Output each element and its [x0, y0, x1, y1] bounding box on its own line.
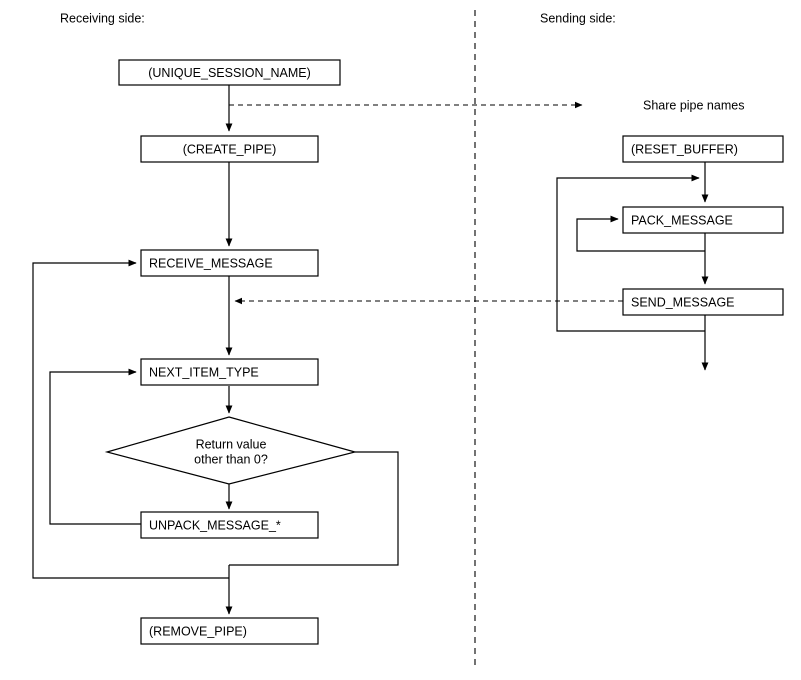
node-pack-message[interactable]: PACK_MESSAGE [622, 206, 784, 234]
edge-send-outer-loop [556, 174, 705, 332]
node-unpack-message[interactable]: UNPACK_MESSAGE_* [140, 511, 319, 539]
pack-message-box[interactable] [622, 206, 784, 234]
edge-outer-loop-to-receive [32, 259, 229, 579]
receiving-side-heading: Receiving side: [60, 11, 145, 25]
node-create-pipe[interactable]: (CREATE_PIPE) [140, 135, 319, 163]
send-message-box[interactable] [622, 288, 784, 316]
return-value-decision-label-line2: other than 0? [194, 452, 268, 466]
next-item-type-box[interactable] [140, 358, 319, 386]
edge-unpack-loop-to-nextitem [49, 368, 141, 525]
receive-message-label: RECEIVE_MESSAGE [149, 256, 273, 270]
edge-decision-false-to-removepipe [229, 451, 399, 566]
unique-session-name-label: (UNIQUE_SESSION_NAME) [148, 66, 311, 80]
unpack-message-box[interactable] [140, 511, 319, 539]
return-value-decision-label-line1: Return value [196, 437, 267, 451]
reset-buffer-box[interactable] [622, 135, 784, 163]
remove-pipe-box[interactable] [140, 617, 319, 645]
node-reset-buffer[interactable]: (RESET_BUFFER) [622, 135, 784, 163]
node-next-item-type[interactable]: NEXT_ITEM_TYPE [140, 358, 319, 386]
pack-message-label: PACK_MESSAGE [631, 213, 733, 227]
unique-session-name-box[interactable] [118, 59, 341, 86]
share-pipe-names-label: Share pipe names [643, 98, 744, 112]
node-receive-message[interactable]: RECEIVE_MESSAGE [140, 249, 319, 277]
create-pipe-box[interactable] [140, 135, 319, 163]
reset-buffer-label: (RESET_BUFFER) [631, 142, 738, 156]
next-item-type-label: NEXT_ITEM_TYPE [149, 365, 259, 379]
return-value-decision-diamond[interactable] [104, 416, 358, 485]
node-unique-session-name[interactable]: (UNIQUE_SESSION_NAME) [118, 59, 341, 86]
sending-side-heading: Sending side: [540, 11, 616, 25]
send-message-label: SEND_MESSAGE [631, 295, 735, 309]
receive-message-box[interactable] [140, 249, 319, 277]
node-return-value-decision[interactable]: Return value other than 0? [104, 416, 358, 485]
edge-pack-inner-loop [576, 215, 705, 252]
node-remove-pipe[interactable]: (REMOVE_PIPE) [140, 617, 319, 645]
node-send-message[interactable]: SEND_MESSAGE [622, 288, 784, 316]
create-pipe-label: (CREATE_PIPE) [183, 142, 277, 156]
remove-pipe-label: (REMOVE_PIPE) [149, 624, 247, 638]
unpack-message-label: UNPACK_MESSAGE_* [149, 518, 281, 532]
